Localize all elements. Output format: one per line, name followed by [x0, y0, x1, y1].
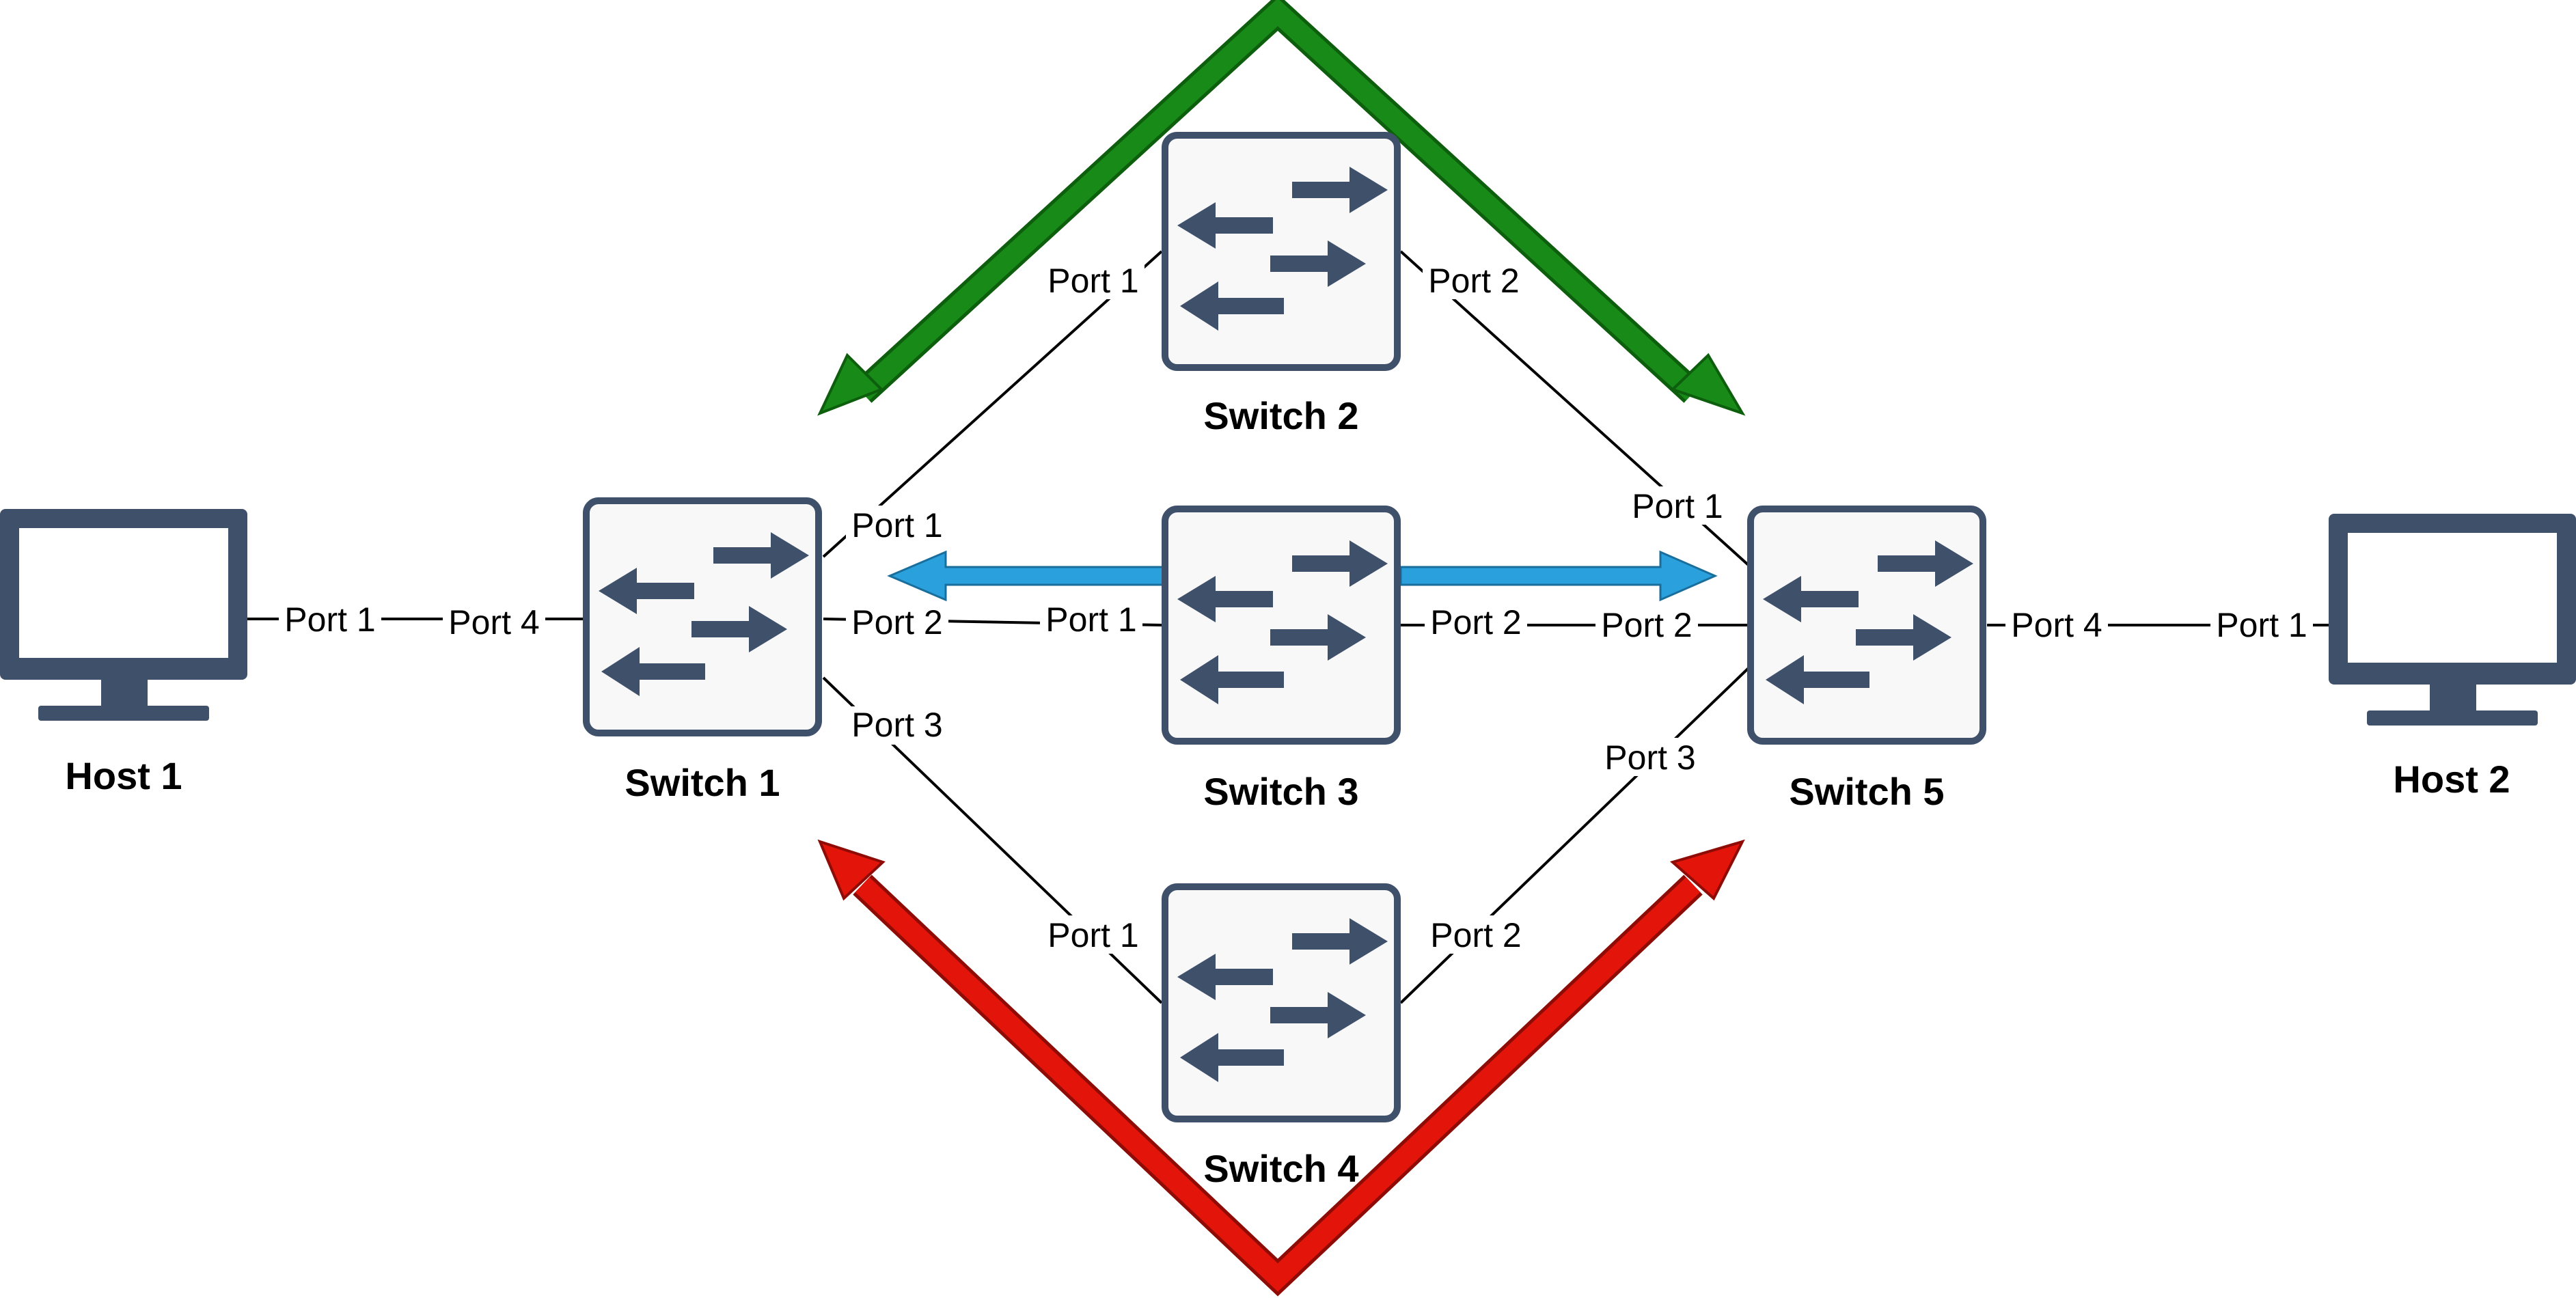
- port-label: Port 2: [1430, 603, 1521, 641]
- switch-arrows-icon: [1165, 887, 1397, 1119]
- port-label: Port 3: [851, 706, 942, 744]
- port-label: Port 1: [1047, 916, 1138, 954]
- path-top-arrow: [817, 0, 1746, 416]
- host-label: Host 1: [65, 754, 182, 797]
- switch-arrows-icon: [1751, 509, 1983, 741]
- switch-label: Switch 4: [1203, 1147, 1358, 1190]
- host-2[interactable]: Host 2: [2329, 514, 2576, 801]
- switch-label: Switch 1: [625, 761, 780, 804]
- port-label: Port 4: [448, 603, 539, 641]
- port-label: Port 1: [2216, 606, 2307, 644]
- port-label: Port 1: [1045, 600, 1136, 639]
- port-label: Port 4: [2011, 606, 2102, 644]
- port-label: Port 1: [1047, 262, 1138, 300]
- switch-arrows-icon: [1165, 135, 1397, 368]
- switch-1[interactable]: Switch 1: [586, 501, 819, 804]
- monitor-icon: [2329, 514, 2576, 726]
- port-label: Port 2: [1428, 262, 1519, 300]
- port-label: Port 2: [851, 603, 942, 641]
- switch-5[interactable]: Switch 5: [1751, 509, 1983, 813]
- switch-3[interactable]: Switch 3: [1165, 509, 1397, 813]
- switch-label: Switch 5: [1789, 770, 1944, 813]
- port-label: Port 1: [851, 506, 942, 544]
- switch-label: Switch 2: [1203, 394, 1358, 437]
- port-label: Port 1: [284, 600, 375, 639]
- port-label: Port 1: [1632, 487, 1723, 525]
- host-1[interactable]: Host 1: [0, 509, 247, 797]
- host-label: Host 2: [2393, 758, 2510, 801]
- switch-arrows-icon: [586, 501, 819, 733]
- port-label: Port 2: [1601, 606, 1692, 644]
- path-bottom-arrow: [817, 839, 1745, 1297]
- switch-4[interactable]: Switch 4: [1165, 887, 1397, 1190]
- switch-arrows-icon: [1165, 509, 1397, 741]
- port-label: Port 3: [1604, 738, 1695, 777]
- port-labels: Port 1 Port 4 Port 1 Port 1 Port 2 Port …: [279, 261, 2313, 954]
- switch-label: Switch 3: [1203, 770, 1358, 813]
- port-label: Port 2: [1430, 916, 1521, 954]
- switch-2[interactable]: Switch 2: [1165, 135, 1397, 437]
- monitor-icon: [0, 509, 247, 721]
